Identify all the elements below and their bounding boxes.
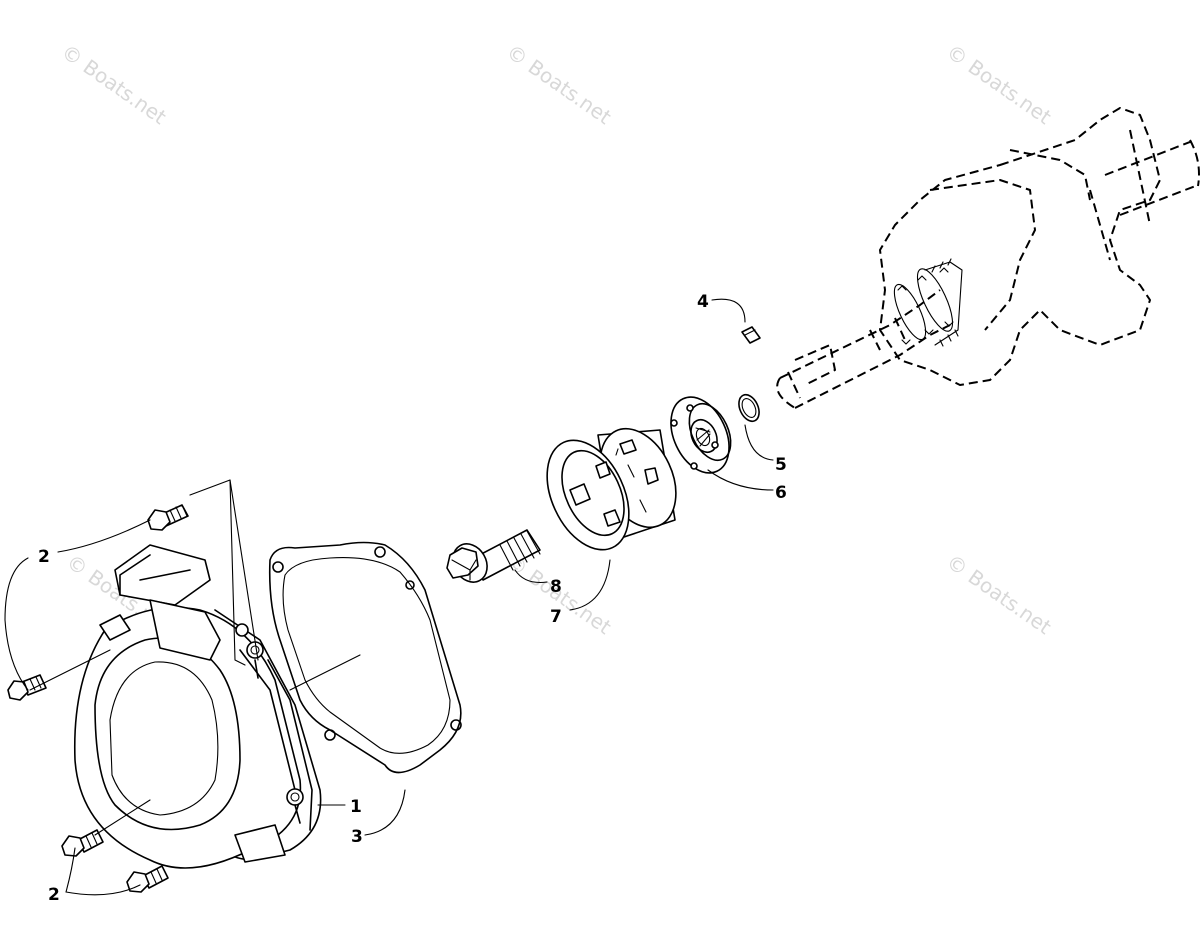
part-5-ring (738, 393, 760, 423)
part-1-recoil-starter (73, 544, 322, 869)
watermark: © Boats.net (942, 39, 1056, 129)
callout-2: 2 (48, 885, 60, 905)
part-2-screw-bottom-1 (61, 829, 104, 857)
callout-8: 8 (550, 577, 562, 597)
callout-5: 5 (775, 455, 787, 475)
crankshaft (776, 107, 1200, 409)
callout-7: 7 (550, 607, 562, 627)
callout-1: 1 (350, 797, 362, 817)
callouts: 1 2 2 2 3 4 5 6 7 8 (38, 292, 787, 905)
watermark: © Boats.net (57, 39, 171, 129)
callout-4: 4 (697, 292, 709, 312)
part-6-hub (670, 396, 732, 474)
leader-lines (4, 298, 774, 896)
crank-gear (893, 258, 963, 347)
assembly-lines (29, 479, 361, 836)
part-8-bolt (446, 529, 541, 583)
part-4-key (741, 326, 761, 344)
watermark: © Boats.net (502, 39, 616, 129)
part-2-screw-left (7, 674, 47, 701)
part-2-screw-top (147, 504, 189, 531)
part-7-cup (546, 427, 677, 551)
watermark: © Boats.net (942, 549, 1056, 639)
callout-6: 6 (775, 483, 787, 503)
callout-2: 2 (38, 547, 50, 567)
callout-3: 3 (351, 827, 363, 847)
part-2-screw-bottom-2 (126, 865, 169, 893)
watermarks: © Boats.net © Boats.net © Boats.net © Bo… (57, 39, 1056, 639)
